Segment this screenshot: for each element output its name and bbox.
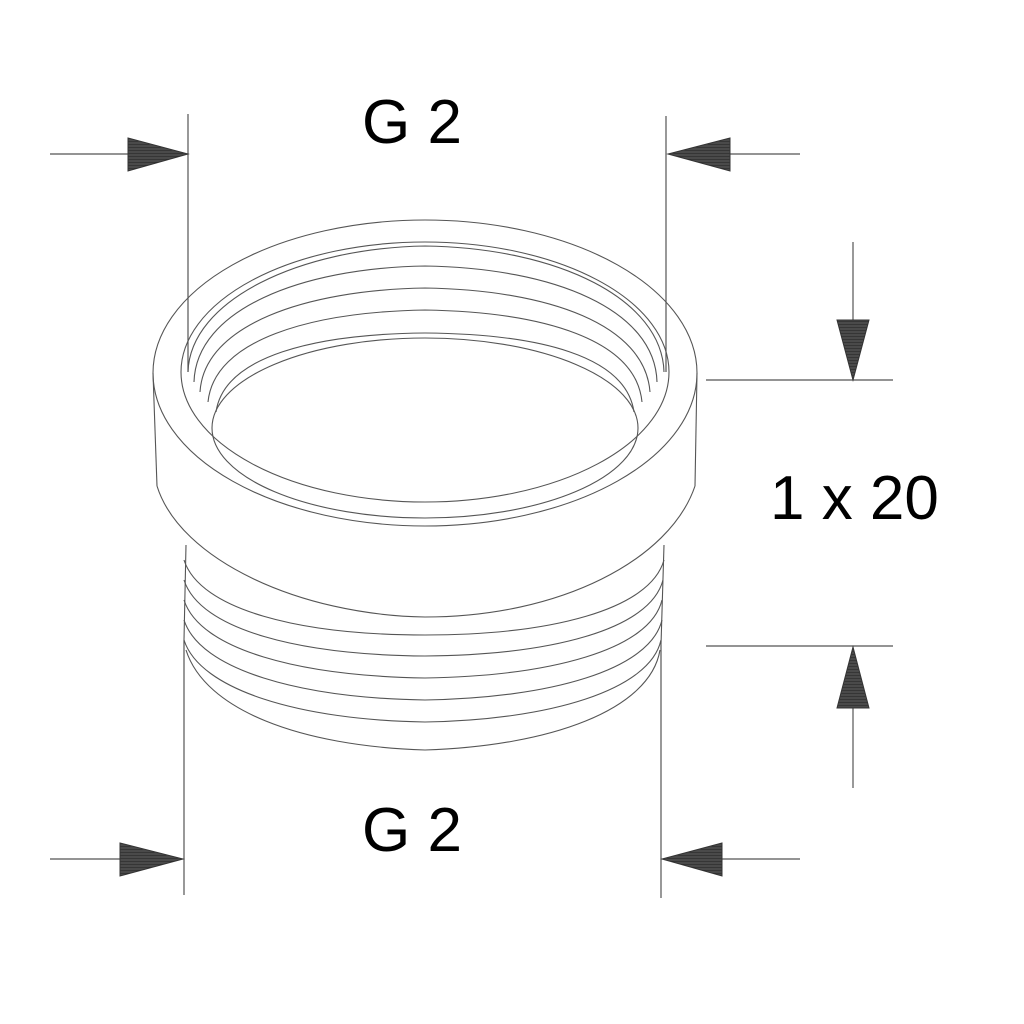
- inner-thread-4: [199, 287, 651, 393]
- inner-thread-1: [180, 241, 670, 503]
- top-arrow-right: [666, 137, 731, 172]
- bottom-thread-label: G 2: [362, 796, 462, 865]
- outer-thread-4: [183, 619, 663, 701]
- height-dimension-label: 1 x 20: [770, 464, 939, 533]
- collar-side-left: [152, 372, 158, 487]
- inner-thread-6: [215, 332, 635, 413]
- bottom-dimension: [50, 640, 800, 898]
- bottom-arrow-right: [660, 842, 723, 877]
- inner-thread-5: [207, 309, 643, 403]
- collar-bottom-edge: [156, 485, 696, 618]
- top-arrow-left: [127, 137, 190, 172]
- collar-side-right: [694, 372, 698, 487]
- inner-thread-2: [187, 245, 665, 373]
- inner-thread-3: [193, 265, 658, 383]
- height-arrow-bottom: [836, 645, 870, 709]
- outer-thread-1: [183, 559, 665, 636]
- outer-thread-6: [185, 649, 661, 751]
- top-thread-label: G 2: [362, 88, 462, 157]
- outer-thread-2: [183, 579, 664, 657]
- height-dimension: [706, 242, 893, 788]
- fitting-body: [152, 219, 698, 751]
- height-arrow-top: [836, 319, 870, 382]
- inner-bore: [211, 337, 639, 519]
- top-dimension: [50, 114, 800, 372]
- bottom-arrow-left: [119, 842, 185, 877]
- outer-thread-3: [183, 599, 663, 679]
- outer-thread-5: [183, 639, 662, 723]
- thread-body-side-left: [183, 544, 187, 641]
